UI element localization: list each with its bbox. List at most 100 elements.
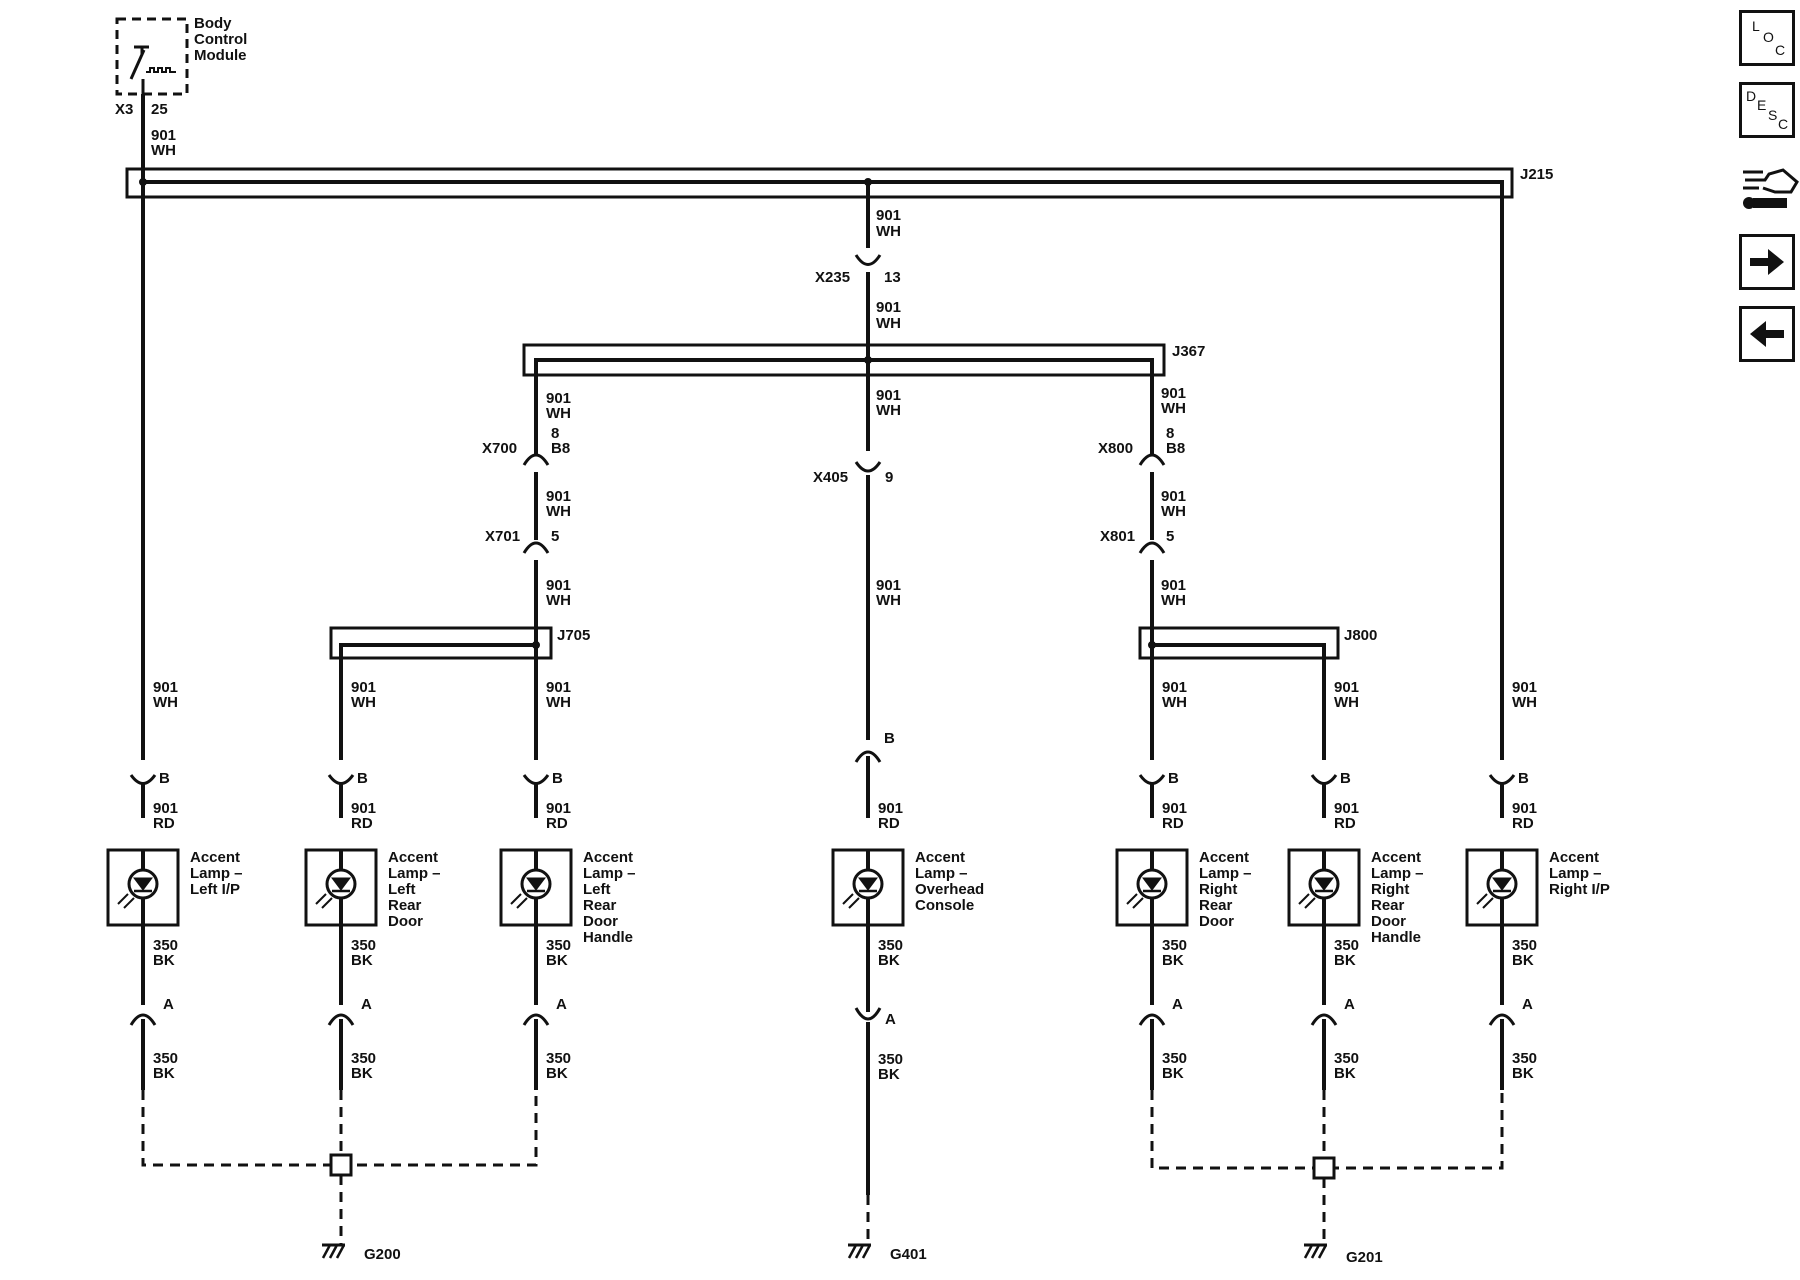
wire-color: BK: [1512, 1065, 1534, 1082]
connector-x405: X405: [813, 469, 848, 486]
lamp-name-line: Left: [388, 881, 416, 898]
connector-pin-b: B: [884, 730, 895, 747]
lamp-name-line: Accent: [1549, 849, 1599, 866]
ground-g401: [847, 1028, 872, 1259]
wire-color: WH: [546, 405, 571, 422]
connector-x700-pin2: B8: [551, 440, 570, 457]
desc-letter-c: C: [1778, 116, 1788, 132]
lamp-name-line: Door: [583, 913, 618, 930]
wire-circuit: 901: [351, 800, 376, 817]
splice-pack-j800: [1138, 626, 1340, 760]
arrow-left-icon: [1750, 321, 1784, 347]
splice-j367-label: J367: [1172, 343, 1205, 360]
wire-color: RD: [153, 815, 175, 832]
wire-circuit: 901: [546, 390, 571, 407]
wire-circuit: 901: [1512, 679, 1537, 696]
wire-circuit: 350: [153, 1050, 178, 1067]
ground-g401-label: G401: [890, 1246, 927, 1263]
accent-lamp-right-rear-door: [1115, 774, 1189, 1090]
lamp-name-line: Lamp –: [915, 865, 968, 882]
connector-x800-pin2: B8: [1166, 440, 1185, 457]
previous-button[interactable]: [1739, 306, 1795, 362]
bcm-pin: 25: [151, 101, 168, 118]
wire-color: WH: [153, 694, 178, 711]
connector-pin-a: A: [556, 996, 567, 1013]
wire-circuit: 901: [1161, 385, 1186, 402]
wire-color: BK: [153, 1065, 175, 1082]
wire-color: BK: [1334, 1065, 1356, 1082]
bcm-name-line3: Module: [194, 47, 247, 64]
lamp-name-line: Right I/P: [1549, 881, 1610, 898]
wire-circuit: 350: [351, 1050, 376, 1067]
lamp-name-line: Console: [915, 897, 974, 914]
loc-letter-o: O: [1763, 29, 1774, 45]
wire-color: WH: [876, 223, 901, 240]
connector-pin-b: B: [159, 770, 170, 787]
repair-button[interactable]: [1739, 152, 1799, 209]
bcm-name-line1: Body: [194, 15, 232, 32]
connector-x801-pin: 5: [1166, 528, 1174, 545]
lamp-name-line: Lamp –: [388, 865, 441, 882]
connector-x700-pin1: 8: [551, 425, 559, 442]
wire-color: WH: [546, 694, 571, 711]
connector-pin-b: B: [357, 770, 368, 787]
wire-circuit: 901: [153, 800, 178, 817]
wire-color: WH: [546, 503, 571, 520]
description-icon: D E S C: [1746, 88, 1788, 132]
bcm-name-line2: Control: [194, 31, 247, 48]
connector-x701-pin: 5: [551, 528, 559, 545]
wire-color: BK: [1162, 952, 1184, 969]
description-button[interactable]: D E S C: [1739, 82, 1795, 138]
wire-color: BK: [546, 952, 568, 969]
accent-lamp-right-ip: [1465, 774, 1539, 1090]
connector-pin-a: A: [163, 996, 174, 1013]
connector-pin-a: A: [885, 1011, 896, 1028]
connector-x235-symbol: [854, 254, 882, 266]
wire-circuit: 901: [1161, 577, 1186, 594]
wire-circuit: 901: [1162, 800, 1187, 817]
lamp-name-line: Rear: [583, 897, 617, 914]
wire-circuit: 350: [1162, 937, 1187, 954]
splice-pack-j367: [522, 343, 1166, 455]
wire-circuit: 350: [153, 937, 178, 954]
wire-circuit: 901: [1162, 679, 1187, 696]
loc-letter-l: L: [1752, 18, 1760, 34]
connector-x235-pin: 13: [884, 269, 901, 286]
accent-lamp-left-rear-door: [304, 774, 378, 1090]
splice-j800-label: J800: [1344, 627, 1377, 644]
lamp-name-line: Handle: [1371, 929, 1421, 946]
wire-color: WH: [1161, 592, 1186, 609]
location-button[interactable]: L O C: [1739, 10, 1795, 66]
connector-pin-b: B: [552, 770, 563, 787]
location-icon: L O C: [1752, 18, 1785, 58]
wire-color: BK: [878, 952, 900, 969]
ground-g201-label: G201: [1346, 1249, 1383, 1266]
wire-color: RD: [546, 815, 568, 832]
lamp-name-line: Rear: [388, 897, 422, 914]
desc-letter-e: E: [1757, 97, 1766, 113]
connector-pin-a: A: [361, 996, 372, 1013]
wire-color: BK: [878, 1066, 900, 1083]
wire-circuit: 350: [1512, 937, 1537, 954]
wire-circuit: 901: [1512, 800, 1537, 817]
accent-lamp-left-rear-door-handle: [499, 774, 573, 1090]
lamp-name-line: Left I/P: [190, 881, 240, 898]
wire-circuit: 901: [876, 207, 901, 224]
wire-color: WH: [876, 402, 901, 419]
wire-circuit: 901: [546, 577, 571, 594]
hand-wrench-icon: [1743, 168, 1799, 209]
lamp-name-line: Right: [1199, 881, 1237, 898]
lamp-name-line: Accent: [1371, 849, 1421, 866]
wire-color: BK: [1334, 952, 1356, 969]
next-button[interactable]: [1739, 234, 1795, 290]
wire-circuit: 901: [876, 577, 901, 594]
lamp-name-line: Accent: [583, 849, 633, 866]
wire-color: WH: [546, 592, 571, 609]
lamp-name-line: Lamp –: [1549, 865, 1602, 882]
arrow-right-icon: [1750, 249, 1784, 275]
splice-j705-label: J705: [557, 627, 590, 644]
ground-g200-label: G200: [364, 1246, 401, 1263]
lamp-name-line: Accent: [388, 849, 438, 866]
connector-pin-b: B: [1168, 770, 1179, 787]
